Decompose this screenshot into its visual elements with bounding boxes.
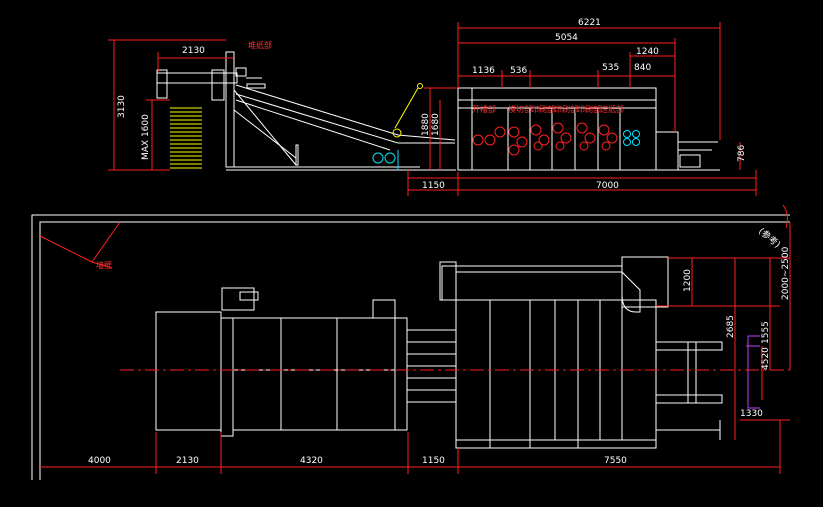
dim-7000: 7000 [596,181,619,191]
purple-marker [746,335,760,409]
unit-label-4: 印刷部 [554,104,578,114]
dim-1555: 1555 [761,321,771,344]
dim-2130-plan: 2130 [176,456,199,466]
dim-1150-side: 1150 [422,181,445,191]
dim-4520: 4520 [761,347,771,370]
dim-786: 786 [737,145,747,162]
dim-4000: 4000 [88,456,111,466]
dim-840: 840 [634,63,651,73]
dim-4320: 4320 [300,456,323,466]
label-feeder: 堆纸部 [248,40,272,50]
dim-2130-side: 2130 [182,46,205,56]
plan-dimensions [40,204,791,474]
wall-outline [39,221,790,480]
dim-535: 535 [602,63,619,73]
lift-arm [394,87,419,129]
unit-label-1: 开槽部 [472,104,496,114]
dim-6221: 6221 [578,18,601,28]
side-dimension-labels: 6221 5054 1240 1136 536 535 840 2130 313… [117,18,747,191]
unit-label-5: 印刷部 [577,104,601,114]
dim-1240: 1240 [636,47,659,57]
dim-536: 536 [510,66,527,76]
dim-max1600: MAX 1600 [141,114,151,160]
unit-label-3: 印刷部 [531,104,555,114]
dim-7550: 7550 [604,456,627,466]
dim-1680: 1680 [431,113,441,136]
unit-label-2: 模切部 [508,104,532,114]
dim-1330: 1330 [740,409,763,419]
dim-3130: 3130 [117,95,127,118]
wheel [372,152,384,164]
dim-1136: 1136 [472,66,495,76]
dim-1200: 1200 [683,269,693,292]
dim-2000-2500: 2000~2500 [781,246,791,300]
side-dimensions [108,22,757,196]
dim-2685: 2685 [726,315,736,338]
dim-1880: 1880 [421,113,431,136]
paper-stack [170,107,202,169]
incline-conveyor [235,84,399,136]
unit-label-6: 送纸部 [600,104,624,114]
wall-leader [39,221,121,269]
label-wall: 墙壁 [96,260,112,270]
dim-1150-plan: 1150 [422,456,445,466]
side-view [156,51,720,171]
printer-body [457,87,657,171]
dim-5054: 5054 [555,33,578,43]
